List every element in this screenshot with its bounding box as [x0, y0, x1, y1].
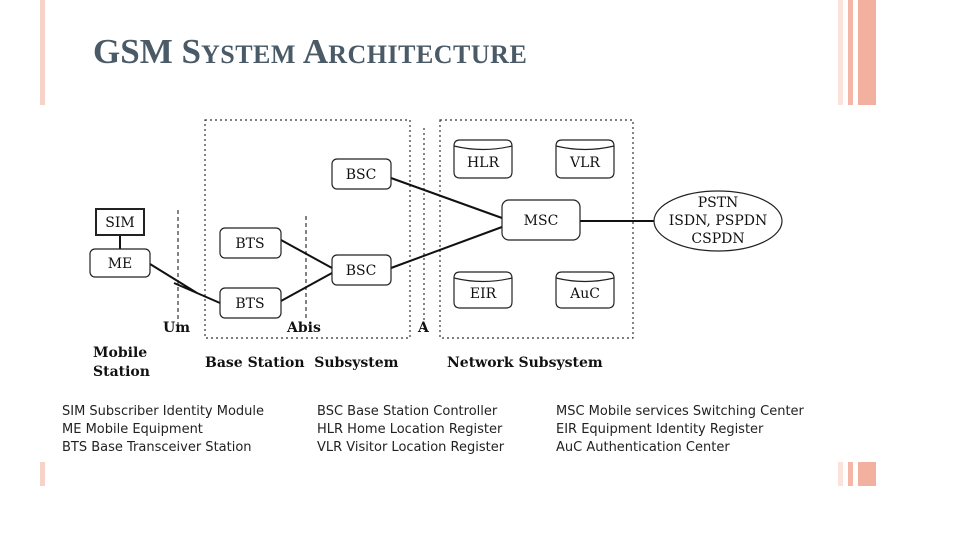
pstn-network-node: [653, 190, 783, 252]
bsc2-msc-link: [390, 226, 503, 269]
bsc-label-2: BSC: [346, 263, 377, 279]
pstn-label-line2: ISDN, PSPDN: [669, 213, 768, 229]
bts1-bsc2-link: [280, 239, 333, 269]
pstn-label-line1: PSTN: [698, 195, 739, 211]
msc-node: [501, 199, 581, 241]
legend-item: BSC Base Station Controller: [317, 404, 498, 419]
me-bts-radio-link: [149, 263, 221, 304]
bts-label-1: BTS: [235, 236, 264, 252]
auc-database: AuC: [555, 271, 615, 309]
mobile-station-label-line2: Station: [93, 364, 150, 380]
abis-interface-label: Abis: [286, 320, 321, 336]
legend-item: VLR Visitor Location Register: [317, 440, 505, 455]
bss-boundary: [204, 119, 411, 339]
bsc-label-1: BSC: [346, 167, 377, 183]
mobile-station-label-line1: Mobile: [93, 345, 147, 361]
bts-node-2: [219, 287, 282, 319]
legend-item: HLR Home Location Register: [317, 422, 503, 437]
sim-label: SIM: [105, 215, 134, 231]
right-accent-bar-top: [838, 0, 876, 105]
title-part: A: [302, 32, 329, 71]
bts-node-1: [219, 227, 282, 259]
title-part: GSM: [93, 32, 182, 71]
bss-label: Base Station Subsystem: [205, 355, 399, 371]
slide-title: GSM SYSTEM ARCHITECTURE: [93, 34, 527, 69]
legend-item: MSC Mobile services Switching Center: [556, 404, 804, 419]
title-part: RCHITECTURE: [328, 40, 528, 69]
legend-item: BTS Base Transceiver Station: [62, 440, 252, 455]
bts2-bsc2-link: [280, 272, 333, 302]
left-accent-bar-top: [40, 0, 45, 105]
title-part: S: [181, 32, 201, 71]
legend-item: AuC Authentication Center: [556, 440, 730, 455]
um-interface-label: Um: [163, 320, 190, 336]
hlr-label: HLR: [467, 155, 500, 171]
title-part: YSTEM: [200, 40, 303, 69]
nss-label: Network Subsystem: [447, 355, 603, 371]
msc-label: MSC: [524, 213, 559, 229]
eir-label: EIR: [470, 286, 497, 302]
me-node: [89, 248, 151, 278]
auc-label: AuC: [569, 286, 600, 302]
hlr-database: HLR: [453, 139, 513, 179]
left-accent-bar-bottom: [40, 462, 45, 486]
me-label: ME: [108, 256, 133, 272]
eir-database: EIR: [453, 271, 513, 309]
vlr-label: VLR: [569, 155, 600, 171]
right-accent-bar-bottom: [838, 462, 876, 486]
gsm-architecture-diagram: SIM ME BTS BTS BSC BSC MSC HLR VLR EIR A…: [89, 119, 783, 380]
legend-item: ME Mobile Equipment: [62, 422, 203, 437]
sim-node: [95, 208, 145, 236]
pstn-label-line3: CSPDN: [691, 231, 744, 247]
a-interface-label: A: [417, 320, 430, 336]
legend-item: EIR Equipment Identity Register: [556, 422, 764, 437]
vlr-database: VLR: [555, 139, 615, 179]
bsc-node-2: [331, 254, 392, 286]
bsc-node-1: [331, 158, 392, 190]
legend-item: SIM Subscriber Identity Module: [62, 404, 265, 419]
nss-boundary: [439, 119, 634, 339]
bsc1-msc-link: [390, 177, 503, 219]
bts-label-2: BTS: [235, 296, 264, 312]
